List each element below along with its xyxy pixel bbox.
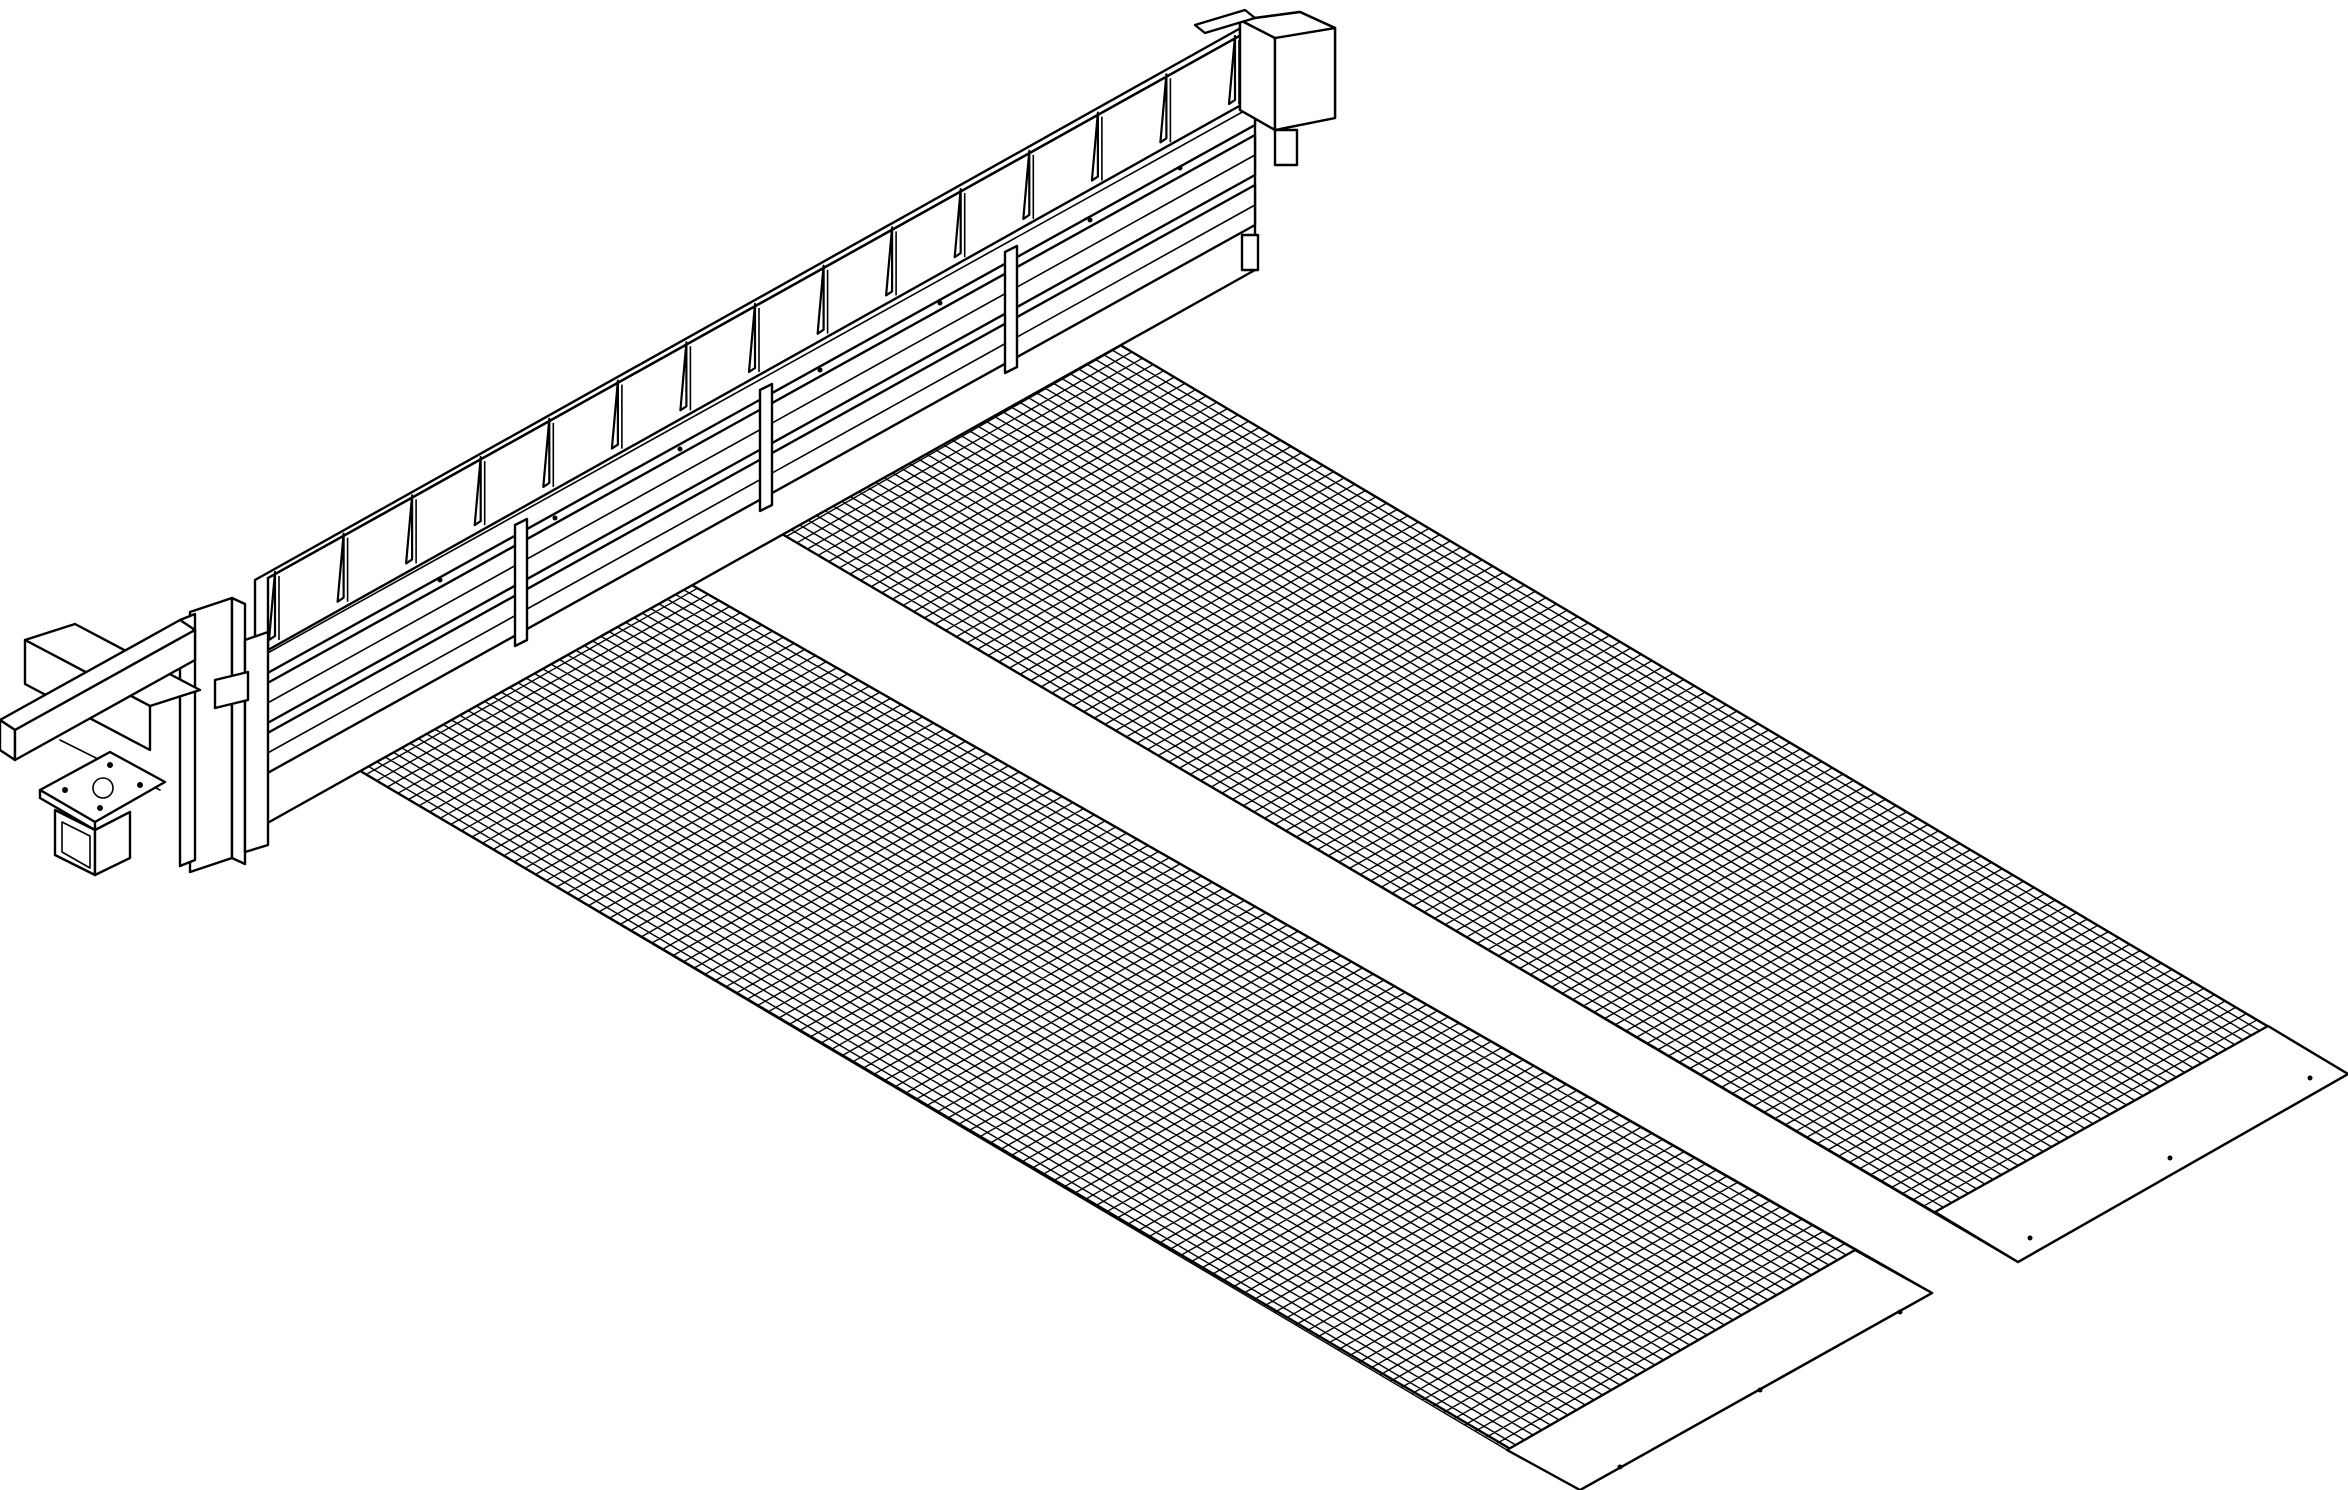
left-end-post xyxy=(178,596,270,874)
gate-top-edge xyxy=(266,28,1252,580)
gusset-plate xyxy=(1090,111,1100,182)
gusset-plate xyxy=(884,226,894,297)
grid-mat-left-lines xyxy=(344,575,1856,1451)
gusset-plate xyxy=(816,264,825,335)
left-mounting-plate xyxy=(38,750,167,832)
gusset-plate xyxy=(405,494,414,565)
gate-assembly xyxy=(0,8,1337,877)
left-square-tube xyxy=(53,808,132,877)
gusset-plate xyxy=(1227,34,1237,106)
gusset-plate xyxy=(1022,149,1031,220)
grid-mat-right-end-bolts xyxy=(2027,1075,2313,1241)
gusset-plate xyxy=(473,456,482,527)
grid-mat-right-lines xyxy=(764,332,2269,1213)
gusset-plate xyxy=(542,417,551,488)
gusset-plate xyxy=(336,532,345,603)
gusset-plate xyxy=(1159,73,1168,144)
gate-stiffeners xyxy=(513,244,1019,648)
gusset-plate xyxy=(610,379,620,450)
grid-mat-right-mesh xyxy=(764,332,2269,1213)
grid-mat-left-mesh xyxy=(344,575,1856,1451)
gate-rail-bolts xyxy=(437,165,1183,583)
grid-mat-left-end-bolts xyxy=(1617,1309,1903,1470)
gusset-plate xyxy=(953,188,962,259)
gusset-plate xyxy=(679,341,688,412)
right-end-housing xyxy=(1193,8,1337,272)
gate-gussets xyxy=(267,34,1240,642)
gusset-plate xyxy=(747,302,757,374)
gusset-plate xyxy=(267,570,277,642)
